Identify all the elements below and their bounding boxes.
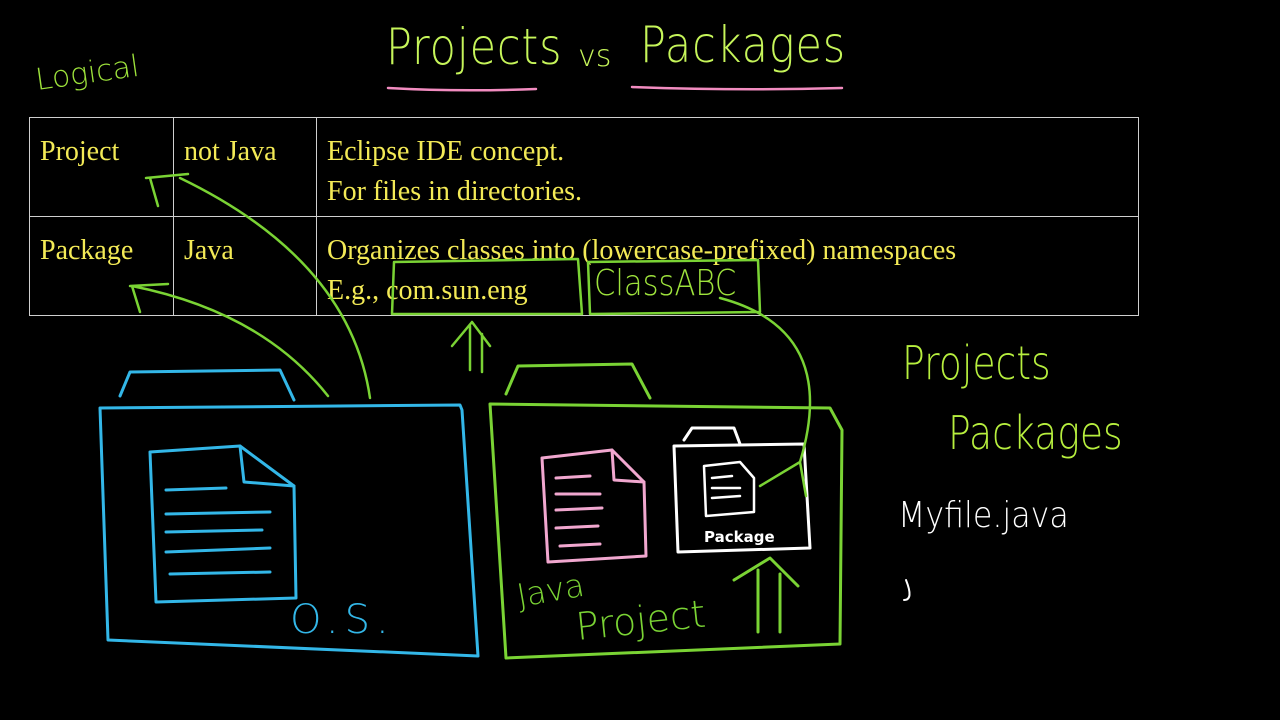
term-cell: Project (29, 117, 174, 217)
arrow-classabc-to-package (718, 296, 812, 498)
arrow-os-to-project (144, 172, 372, 400)
big-up-arrow-icon (732, 556, 800, 634)
package-folder-tab (682, 426, 742, 446)
up-arrow-icon (450, 320, 492, 374)
os-label: O.S. (290, 597, 395, 643)
description-line: Eclipse IDE concept. (327, 136, 565, 167)
example-package: com.sun.eng (386, 275, 528, 306)
java-file-icon (540, 448, 648, 564)
side-note-packages: Packages (948, 406, 1123, 460)
java-project-folder-icon (488, 402, 844, 660)
title-underline-projects (386, 86, 538, 92)
description-line: For files in directories. (327, 176, 583, 207)
language-cell: not Java (173, 117, 317, 217)
side-note-filename: Myfile.java (898, 495, 1069, 536)
os-file-icon (148, 444, 298, 604)
projects-vs-packages-table: Project not Java Eclipse IDE concept. Fo… (29, 117, 1139, 316)
arrow-os-to-package (128, 282, 330, 398)
title-projects: Projects (386, 18, 563, 76)
class-abc-highlight-box (586, 258, 762, 316)
title-packages: Packages (640, 16, 847, 74)
java-project-folder-tab (504, 362, 652, 400)
title-vs: vs (578, 39, 612, 74)
description-example-line: E.g., com.sun.eng ClassABC (327, 271, 1128, 311)
class-abc-handwritten: ClassABC (594, 263, 737, 304)
example-prefix: E.g., (327, 275, 380, 306)
os-folder-tab (118, 368, 296, 402)
com-sun-eng-highlight-box (390, 257, 584, 316)
term-cell: Package (29, 216, 174, 316)
language-cell: Java (173, 216, 317, 316)
os-folder-icon (98, 403, 480, 658)
title-underline-packages (630, 85, 844, 91)
package-file-icon (702, 460, 756, 518)
side-note-projects: Projects (902, 336, 1051, 390)
package-folder-icon (672, 442, 812, 554)
partial-mark (903, 579, 911, 601)
package-folder-label: Package (704, 528, 775, 546)
